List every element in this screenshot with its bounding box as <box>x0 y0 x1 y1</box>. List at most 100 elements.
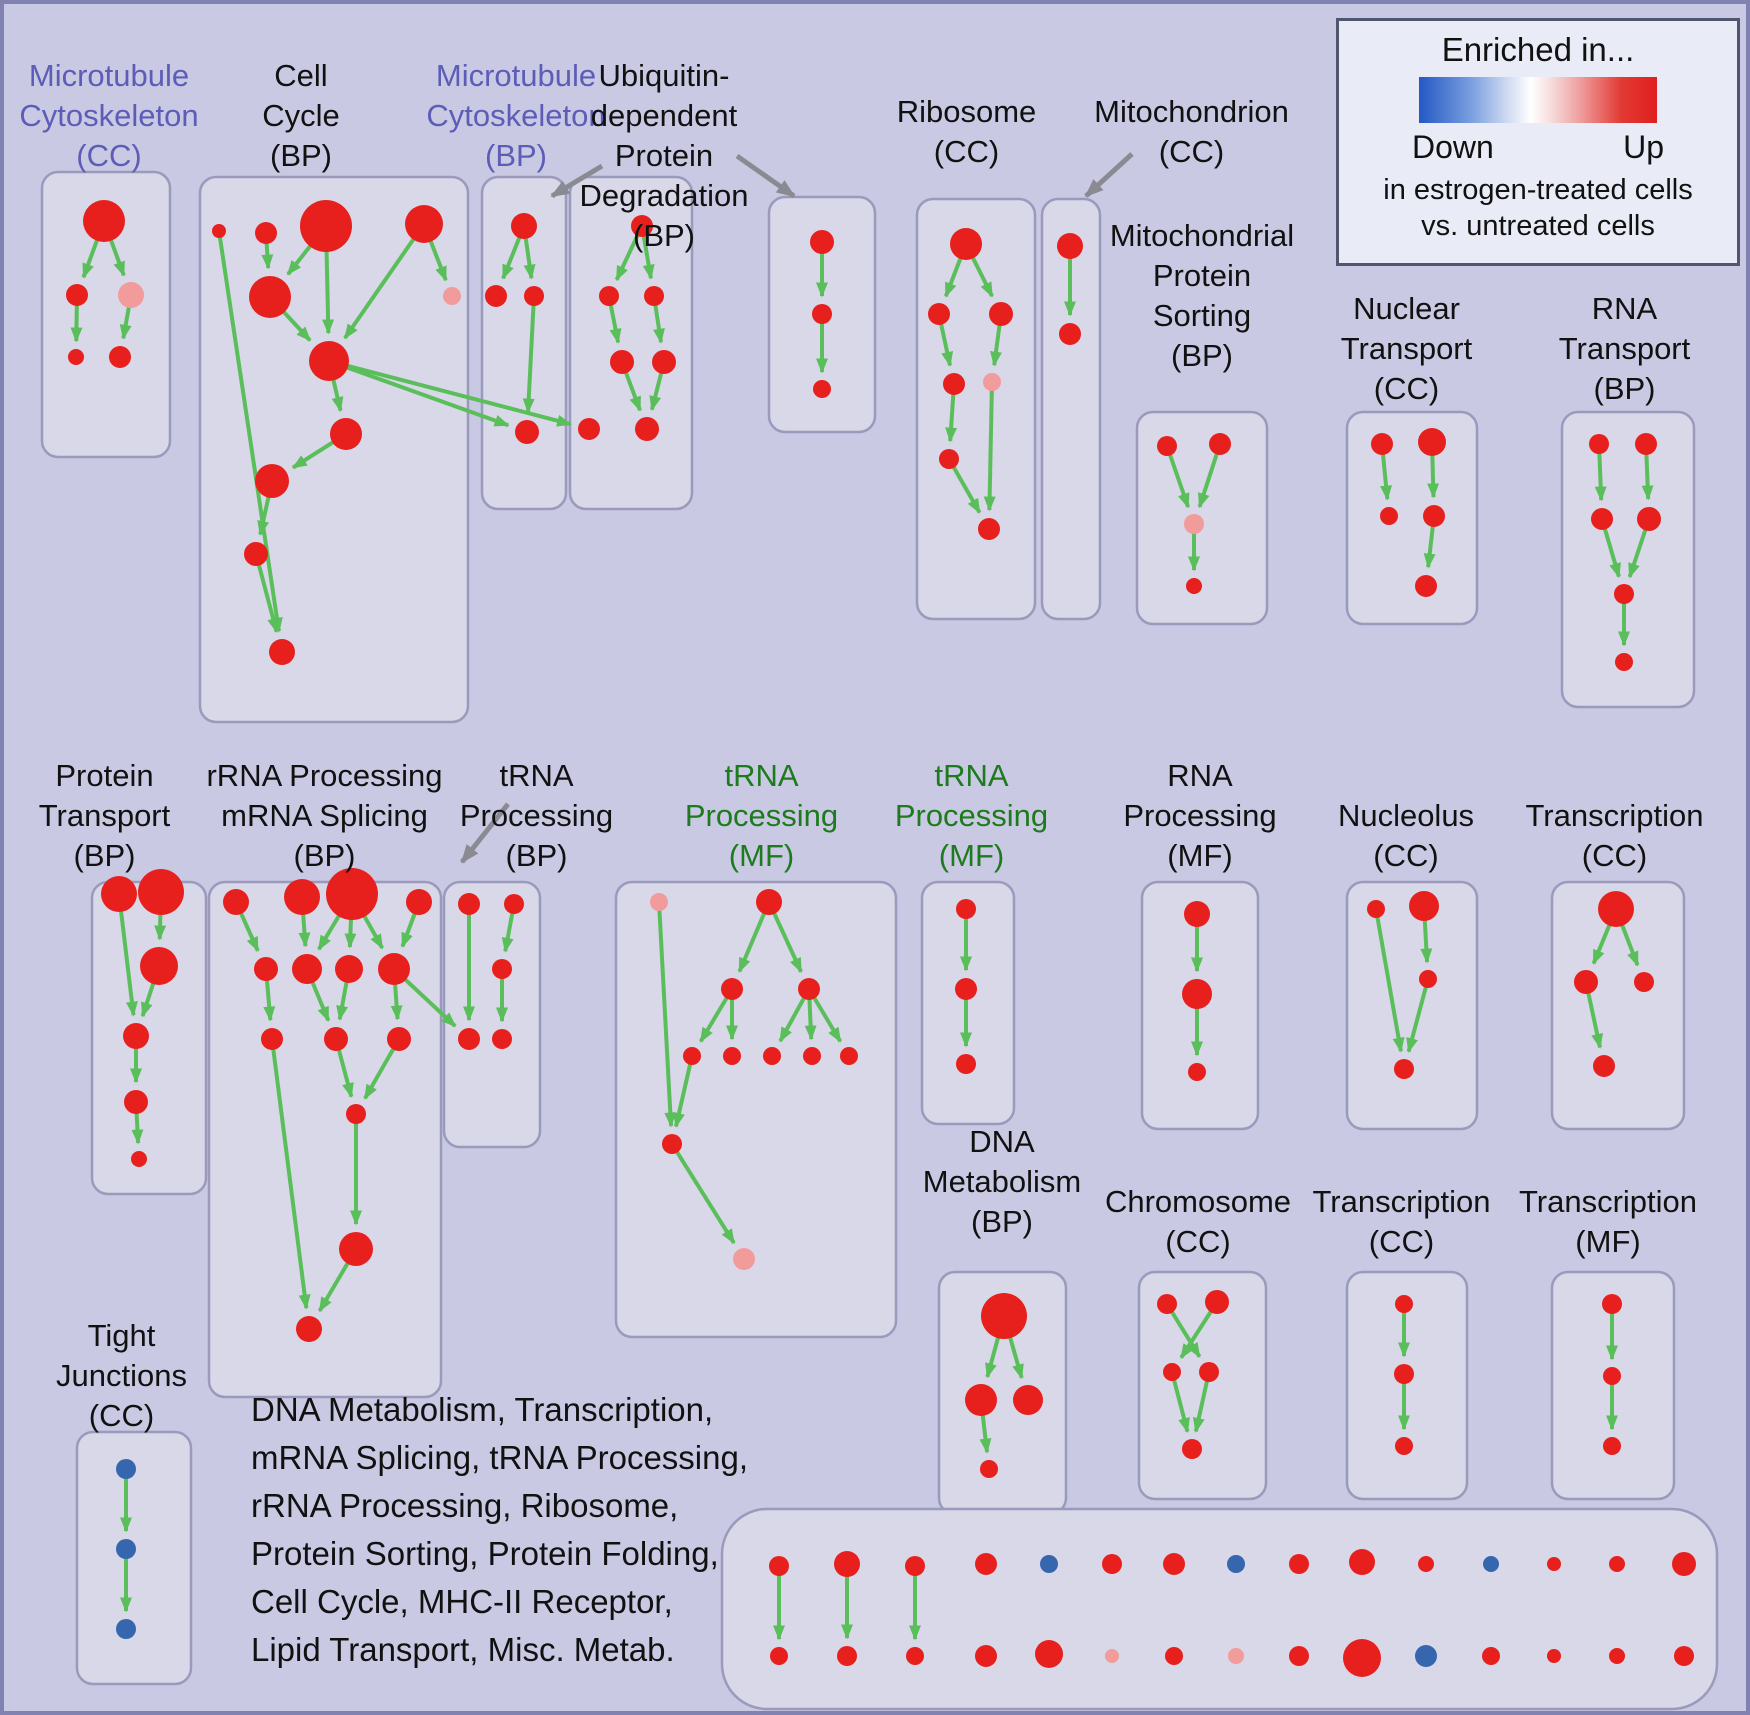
mitochondrion-cc-box <box>1040 197 1102 621</box>
go-term-node <box>905 1556 925 1576</box>
go-term-node <box>662 1134 682 1154</box>
go-term-node <box>1105 1649 1119 1663</box>
go-term-node <box>1589 434 1609 454</box>
go-term-node <box>1228 1648 1244 1664</box>
go-term-node <box>68 349 84 365</box>
go-term-node <box>1409 891 1439 921</box>
go-term-node <box>1637 507 1661 531</box>
go-term-node <box>458 893 480 915</box>
go-term-node <box>1614 584 1634 604</box>
go-term-node <box>1184 514 1204 534</box>
legend: Enriched in... Down Up in estrogen-treat… <box>1336 18 1740 266</box>
go-term-node <box>906 1647 924 1665</box>
edge-arrow <box>217 230 283 633</box>
legend-subtitle-line1: in estrogen-treated cells <box>1383 174 1693 206</box>
go-term-node <box>1013 1385 1043 1415</box>
go-term-node <box>1634 972 1654 992</box>
microtubule-cytoskeleton-cc-box <box>40 170 172 459</box>
go-term-node <box>810 230 834 254</box>
go-term-node <box>1199 1362 1219 1382</box>
go-term-node <box>599 286 619 306</box>
go-term-node <box>1674 1646 1694 1666</box>
edge-arrow <box>522 295 536 414</box>
go-term-node <box>124 1090 148 1114</box>
go-term-node <box>309 341 349 381</box>
trna-processing-bp-box <box>442 880 542 1149</box>
go-term-node <box>950 228 982 260</box>
go-term-node <box>1227 1555 1245 1573</box>
go-term-node <box>406 889 432 915</box>
go-term-node <box>1615 653 1633 671</box>
go-term-node <box>1609 1556 1625 1572</box>
edge-arrow <box>1406 978 1430 1054</box>
edge-arrow <box>1192 1371 1211 1433</box>
edge-arrow <box>947 458 982 514</box>
go-term-node <box>101 876 137 912</box>
nucleolus-cc-box <box>1345 880 1479 1131</box>
go-term-node <box>116 1539 136 1559</box>
edge-arrow <box>673 1055 694 1128</box>
go-term-node <box>1209 433 1231 455</box>
go-term-node <box>123 1023 149 1049</box>
edge-arrow <box>983 381 996 512</box>
go-term-node <box>292 954 322 984</box>
go-term-node <box>387 1027 411 1051</box>
go-term-node <box>66 284 88 306</box>
tight-junctions-cc-box <box>75 1430 193 1686</box>
go-term-node <box>837 1646 857 1666</box>
go-term-node <box>515 420 539 444</box>
go-term-node <box>578 418 600 440</box>
edge-arrow <box>343 222 426 340</box>
go-term-node <box>1188 1063 1206 1081</box>
go-term-node <box>1040 1555 1058 1573</box>
go-term-node <box>1343 1639 1381 1677</box>
go-term-node <box>255 222 277 244</box>
nuclear-transport-cc-box <box>1345 410 1479 626</box>
go-term-node <box>813 380 831 398</box>
go-term-node <box>138 869 184 915</box>
rna-transport-bp-box <box>1560 410 1696 709</box>
go-term-node <box>1483 1556 1499 1572</box>
go-term-node <box>1593 1055 1615 1077</box>
annotation-arrow <box>1084 152 1134 198</box>
misc-groups-label: DNA Metabolism, Transcription, mRNA Spli… <box>251 1391 749 1668</box>
go-term-node <box>1349 1549 1375 1575</box>
go-term-node <box>1547 1649 1561 1663</box>
go-term-node <box>1205 1290 1229 1314</box>
go-term-node <box>1380 507 1398 525</box>
annotation-arrow <box>460 802 510 864</box>
go-term-node <box>244 542 268 566</box>
misc-groups-box <box>720 1507 1719 1711</box>
go-term-node <box>980 1460 998 1478</box>
legend-subtitle-wrap: in estrogen-treated cells vs. untreated … <box>1339 172 1737 244</box>
edge-arrow <box>670 1142 736 1245</box>
go-term-node <box>1609 1648 1625 1664</box>
go-term-node <box>644 286 664 306</box>
annotation-arrow <box>735 153 796 199</box>
go-term-node <box>939 449 959 469</box>
go-term-node <box>223 889 249 915</box>
go-term-node <box>524 286 544 306</box>
go-term-node <box>116 1459 136 1479</box>
go-term-node <box>1289 1554 1309 1574</box>
go-term-node <box>335 955 363 983</box>
legend-gradient-bar <box>1419 77 1657 123</box>
go-term-node <box>812 304 832 324</box>
go-term-node <box>989 302 1013 326</box>
legend-subtitle-line2: vs. untreated cells <box>1421 210 1655 242</box>
go-term-node <box>504 894 524 914</box>
go-term-node <box>485 285 507 307</box>
go-term-node <box>1157 436 1177 456</box>
edge-arrow <box>1165 1302 1202 1358</box>
go-term-node <box>1163 1363 1181 1381</box>
go-term-node <box>1482 1647 1500 1665</box>
go-term-node <box>610 350 634 374</box>
legend-title: Enriched in... <box>1441 31 1635 68</box>
go-term-node <box>254 957 278 981</box>
go-term-node <box>650 893 668 911</box>
go-term-node <box>763 1047 781 1065</box>
legend-endpoints: Down Up <box>1412 129 1664 166</box>
go-term-node <box>978 518 1000 540</box>
edge-arrow <box>657 901 677 1128</box>
go-term-node <box>346 1104 366 1124</box>
